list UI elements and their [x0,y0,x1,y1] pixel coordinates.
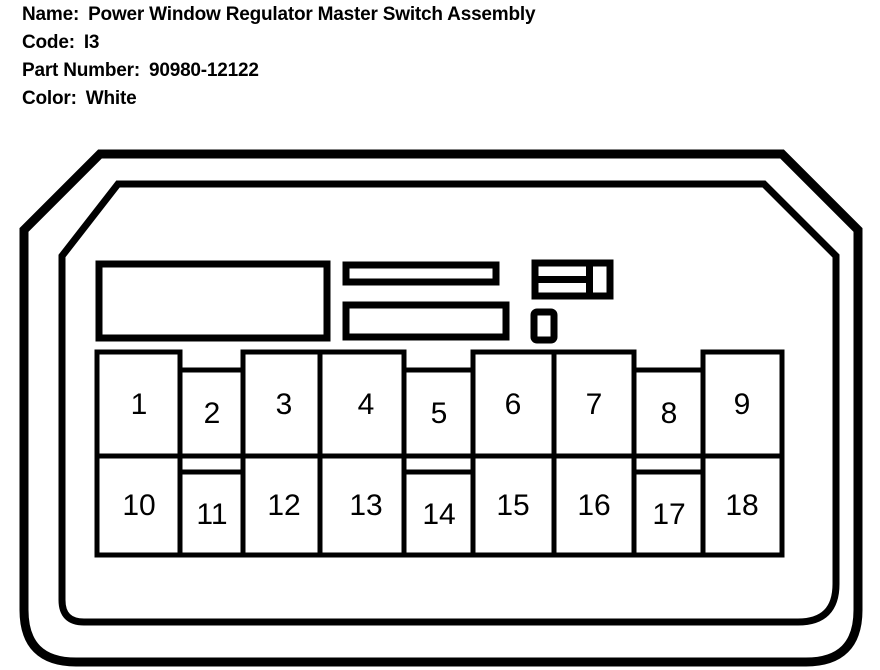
connector-outer-shell [19,149,863,667]
pin-cell-1[interactable] [94,349,183,459]
pin-cell-17[interactable] [631,469,706,558]
double-bar-detail [531,259,614,300]
spec-label-color: Color: [22,88,77,109]
pin-label-11: 11 [196,498,227,531]
pin-label-3: 3 [276,388,293,421]
pin-cell-18[interactable] [700,453,785,558]
spec-value-name: Power Window Regulator Master Switch Ass… [88,4,536,25]
pin-label-17: 17 [652,498,685,531]
upper-slot-detail [342,261,500,286]
pin-cell-2[interactable] [177,367,246,459]
double-bar-separator [538,276,589,283]
connector-inner-shell [58,180,840,626]
spec-label-part-number: Part Number: [22,60,140,81]
spec-row-color: Color: White [22,88,842,116]
pin-label-4: 4 [358,388,375,421]
spec-row-code: Code: I3 [22,32,842,60]
pin-cell-12[interactable] [240,453,323,558]
pin-label-1: 1 [131,388,148,421]
pin-label-16: 16 [577,489,610,522]
double-bar-vertical-divider [586,263,593,296]
spec-value-color: White [85,88,137,109]
spec-label-name: Name: [22,4,80,25]
specification-block: Name: Power Window Regulator Master Swit… [22,4,842,116]
pin-label-2: 2 [204,397,221,430]
pin-label-15: 15 [496,489,529,522]
spec-label-code: Code: [22,32,75,53]
connector-drawing: 1 10 2 11 3 12 4 13 5 14 6 15 7 16 [19,149,863,667]
spec-value-part-number: 90980-12122 [148,60,259,81]
pin-cell-5[interactable] [401,367,476,459]
pin-label-9: 9 [734,388,751,421]
pin-label-12: 12 [267,489,300,522]
pin-cell-8[interactable] [631,367,706,459]
spec-value-code: I3 [83,32,100,53]
pin-label-10: 10 [122,489,155,522]
pin-label-7: 7 [586,388,603,421]
pin-label-5: 5 [431,397,448,430]
large-rect-detail [95,260,331,342]
pin-label-14: 14 [422,498,455,531]
pin-label-6: 6 [505,388,522,421]
spec-row-part-number: Part Number: 90980-12122 [22,60,842,88]
small-vertical-slot-detail [530,308,558,344]
connector-diagram: 1 10 2 11 3 12 4 13 5 14 6 15 7 16 [0,140,880,670]
pin-label-18: 18 [725,489,758,522]
pin-label-8: 8 [661,397,678,430]
lower-slot-detail [342,301,510,341]
pin-cell-6[interactable] [470,349,557,459]
pin-cell-15[interactable] [470,453,557,558]
pin-cell-11[interactable] [177,469,246,558]
pin-label-13: 13 [349,489,382,522]
spec-row-name: Name: Power Window Regulator Master Swit… [22,4,842,32]
